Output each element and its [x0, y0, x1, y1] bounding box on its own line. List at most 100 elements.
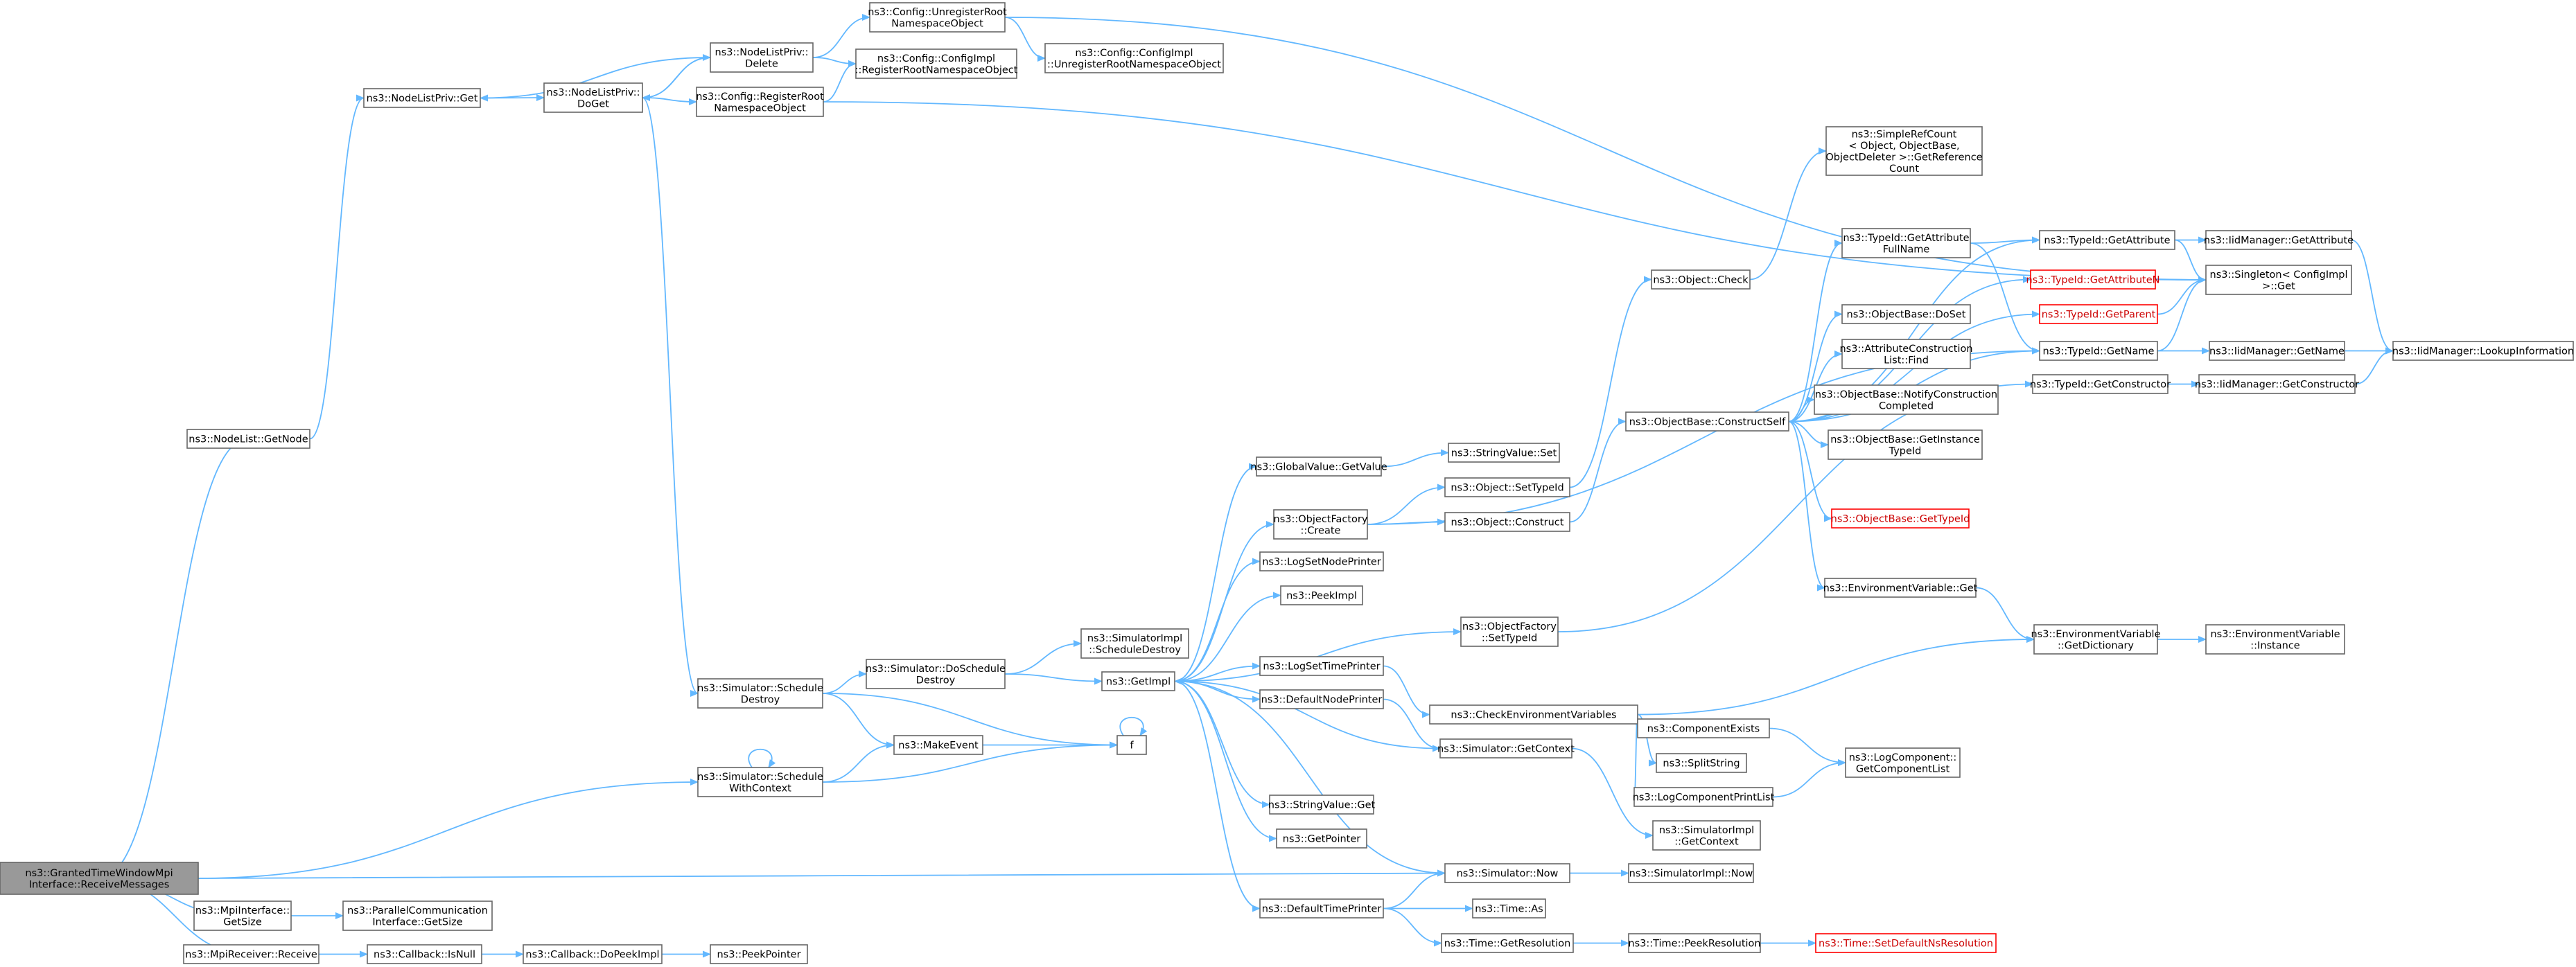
function-node[interactable]: ns3::GrantedTimeWindowMpiInterface::Rece…	[0, 862, 199, 895]
function-node[interactable]: ns3::ComponentExists	[1637, 718, 1770, 738]
function-node[interactable]: ns3::DefaultTimePrinter	[1259, 898, 1384, 919]
function-node[interactable]: ns3::Callback::DoPeekImpl	[523, 944, 663, 964]
function-node[interactable]: ns3::ObjectBase::NotifyConstructionCompl…	[1814, 384, 1999, 415]
function-node[interactable]: ns3::Config::RegisterRootNamespaceObject	[696, 87, 824, 117]
function-node[interactable]: ns3::GetPointer	[1276, 828, 1367, 849]
node-box	[1628, 863, 1754, 883]
function-node[interactable]: ns3::NodeListPriv::DoGet	[543, 82, 643, 113]
function-node[interactable]: ns3::Object::SetTypeId	[1444, 477, 1570, 497]
function-node[interactable]: ns3::ParallelCommunicationInterface::Get…	[342, 901, 493, 931]
function-node[interactable]: ns3::LogComponent::GetComponentList	[1845, 747, 1961, 778]
function-node[interactable]: ns3::Simulator::GetContext	[1437, 738, 1575, 758]
function-node[interactable]: ns3::Time::SetDefaultNsResolution	[1815, 933, 1997, 953]
function-node[interactable]: ns3::SplitString	[1656, 753, 1747, 773]
function-node[interactable]: ns3::EnvironmentVariable::Instance	[2205, 624, 2345, 655]
node-label: ns3::EnvironmentVariable::Get	[1823, 583, 1978, 594]
node-label: ns3::TypeId::GetConstructor	[2030, 380, 2171, 391]
node-box	[1637, 718, 1770, 738]
node-label: ns3::DefaultTimePrinter	[1262, 904, 1381, 915]
node-box	[1439, 738, 1572, 758]
function-node[interactable]: ns3::Simulator::Now	[1444, 863, 1570, 883]
function-node[interactable]: ns3::SimulatorImpl::ScheduleDestroy	[1080, 628, 1189, 659]
function-node[interactable]: ns3::Config::ConfigImpl::RegisterRootNam…	[855, 48, 1018, 79]
function-node[interactable]: ns3::LogSetTimePrinter	[1259, 656, 1384, 676]
function-node[interactable]: ns3::IidManager::GetName	[2209, 341, 2345, 361]
node-label: ::SetTypeId	[1482, 632, 1537, 644]
node-box	[1441, 933, 1574, 953]
function-node[interactable]: ns3::MakeEvent	[893, 735, 983, 755]
function-node[interactable]: ns3::NodeListPriv::Delete	[710, 42, 814, 73]
function-node[interactable]: ns3::TypeId::GetName	[2039, 341, 2158, 361]
function-node[interactable]: ns3::DefaultNodePrinter	[1259, 689, 1384, 709]
function-node[interactable]: ns3::CheckEnvironmentVariables	[1429, 704, 1638, 725]
call-edge-n27-n59	[1571, 747, 1654, 839]
function-node[interactable]: ns3::TypeId::GetConstructor	[2030, 374, 2171, 394]
function-node[interactable]: ns3::MpiReceiver::Receive	[183, 944, 319, 964]
node-label: ns3::NodeListPriv::Get	[367, 94, 478, 105]
node-box	[1259, 551, 1384, 571]
function-node[interactable]: ns3::Callback::IsNull	[367, 944, 482, 964]
function-node[interactable]: ns3::TypeId::GetAttributeN	[2026, 269, 2160, 290]
function-node[interactable]: ns3::NodeList::GetNode	[186, 429, 310, 449]
function-node[interactable]: ns3::IidManager::GetAttribute	[2204, 230, 2354, 250]
node-label: ns3::Callback::DoPeekImpl	[525, 950, 659, 961]
function-node[interactable]: ns3::SimulatorImpl::GetContext	[1652, 820, 1761, 851]
function-node[interactable]: ns3::StringValue::Get	[1268, 795, 1376, 815]
node-box	[186, 429, 310, 449]
call-edge-n0-n30	[198, 869, 1446, 879]
node-box	[1628, 933, 1761, 953]
function-node[interactable]: ns3::NodeListPriv::Get	[363, 88, 481, 108]
function-node[interactable]: ns3::SimulatorImpl::Now	[1628, 863, 1754, 883]
function-node[interactable]: ns3::ObjectFactory::Create	[1273, 509, 1368, 540]
call-edge-n11-n14	[1004, 673, 1103, 685]
node-label: ns3::PeekImpl	[1286, 591, 1357, 602]
function-node[interactable]: ns3::Singleton< ConfigImpl>::Get	[2205, 265, 2352, 295]
function-node[interactable]: ns3::PeekImpl	[1280, 585, 1363, 605]
function-node[interactable]: ns3::MpiInterface::GetSize	[193, 901, 292, 931]
function-node[interactable]: ns3::ObjectBase::GetTypeId	[1831, 508, 1970, 529]
function-node[interactable]: ns3::TypeId::GetParent	[2039, 304, 2158, 324]
function-node[interactable]: ns3::IidManager::GetConstructor	[2195, 374, 2359, 394]
function-node[interactable]: ns3::Object::Construct	[1444, 512, 1570, 532]
node-label: ::Create	[1301, 525, 1341, 536]
node-box	[523, 944, 663, 964]
function-node[interactable]: ns3::Time::GetResolution	[1441, 933, 1574, 953]
function-node[interactable]: ns3::Time::As	[1472, 898, 1546, 919]
function-node[interactable]: ns3::EnvironmentVariable::Get	[1823, 578, 1978, 598]
node-label: ns3::MpiReceiver::Receive	[185, 950, 317, 961]
call-edge-n20-n45	[1569, 418, 1627, 523]
call-edge-n16-n17	[1381, 449, 1449, 468]
function-node[interactable]: ns3::ObjectBase::ConstructSelf	[1625, 411, 1789, 432]
function-node[interactable]: ns3::GetImpl	[1101, 671, 1175, 691]
function-node[interactable]: ns3::PeekPointer	[710, 944, 808, 964]
function-node[interactable]: ns3::SimpleRefCount< Object, ObjectBase,…	[1825, 126, 1983, 176]
function-node[interactable]: ns3::TypeId::GetAttribute	[2039, 230, 2175, 250]
node-label: ns3::Config::UnregisterRoot	[868, 7, 1007, 18]
function-node[interactable]: ns3::Simulator::ScheduleDestroy	[697, 678, 823, 709]
function-node[interactable]: ns3::Time::PeekResolution	[1628, 933, 1761, 953]
node-label: ns3::Config::ConfigImpl	[1075, 48, 1193, 59]
function-node[interactable]: ns3::GlobalValue::GetValue	[1250, 456, 1387, 477]
function-node[interactable]: ns3::Config::UnregisterRootNamespaceObje…	[868, 2, 1007, 33]
function-node[interactable]: f	[1116, 735, 1147, 755]
function-node[interactable]: ns3::IidManager::LookupInformation	[2392, 341, 2574, 361]
function-node[interactable]: ns3::EnvironmentVariable::GetDictionary	[2031, 624, 2161, 655]
node-box	[697, 678, 823, 709]
function-node[interactable]: ns3::Config::ConfigImpl::UnregisterRootN…	[1044, 43, 1224, 73]
node-label: ns3::SimpleRefCount	[1852, 129, 1957, 140]
function-node[interactable]: ns3::Object::Check	[1651, 269, 1751, 290]
function-node[interactable]: ns3::LogSetNodePrinter	[1259, 551, 1384, 571]
node-label: ns3::ObjectBase::ConstructSelf	[1629, 417, 1786, 428]
function-node[interactable]: ns3::ObjectFactory::SetTypeId	[1460, 616, 1559, 647]
call-edge-n55-n58	[1769, 727, 1846, 766]
function-node[interactable]: ns3::LogComponentPrintList	[1633, 787, 1775, 807]
call-edge-n45-n52	[1788, 420, 1825, 592]
function-node[interactable]: ns3::ObjectBase::DoSet	[1841, 304, 1971, 324]
function-node[interactable]: ns3::StringValue::Set	[1448, 443, 1560, 463]
